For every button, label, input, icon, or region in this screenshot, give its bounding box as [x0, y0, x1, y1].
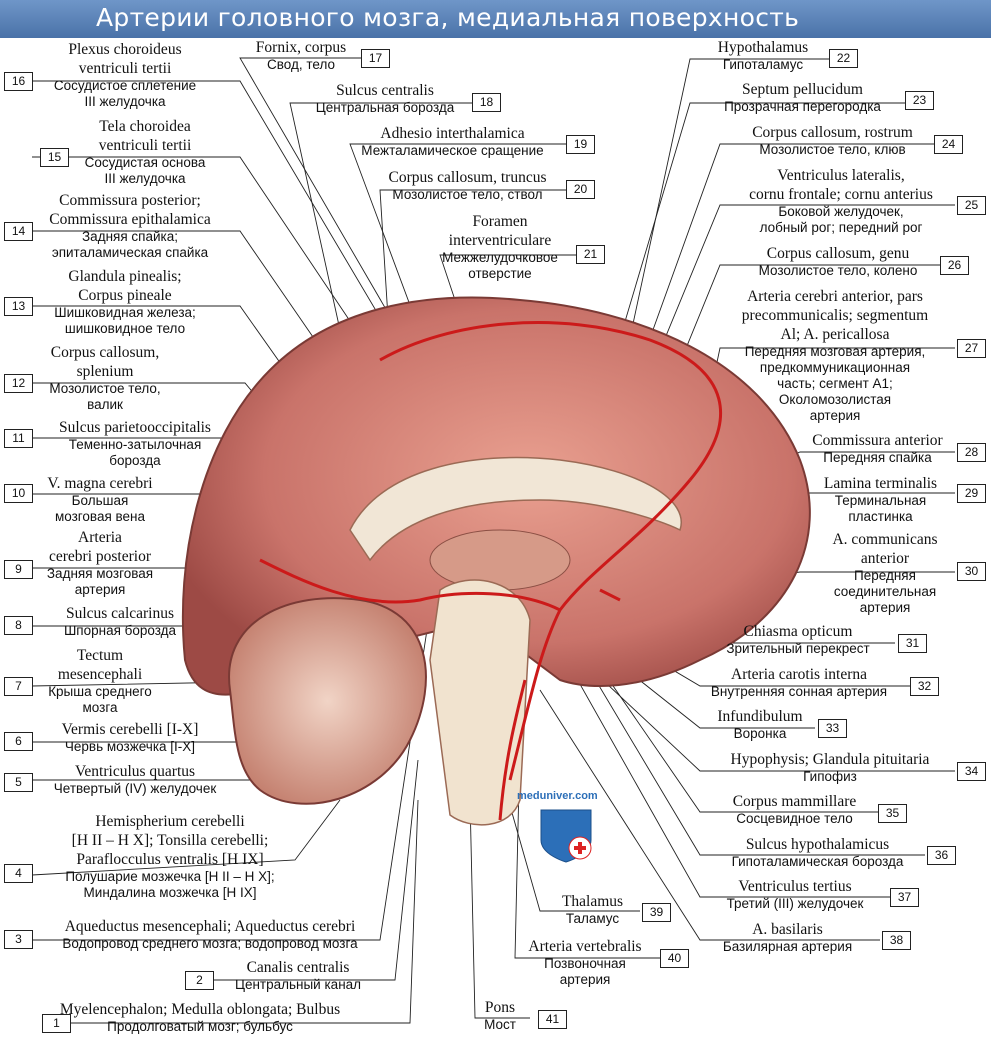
number-1: 1	[42, 1014, 71, 1033]
number-8: 8	[4, 616, 33, 635]
number-23: 23	[905, 91, 934, 110]
number-11: 11	[4, 429, 33, 448]
number-38: 38	[882, 931, 911, 950]
label-25: Ventriculus lateralis, cornu frontale; c…	[749, 167, 933, 235]
page-title: Артерии головного мозга, медиальная пове…	[96, 3, 800, 32]
watermark-shield-icon	[540, 809, 592, 863]
number-18: 18	[472, 93, 501, 112]
number-13: 13	[4, 297, 33, 316]
number-20: 20	[566, 180, 595, 199]
label-27: Arteria cerebri anterior, pars precommun…	[741, 288, 929, 423]
number-33: 33	[818, 719, 847, 738]
number-22: 22	[829, 49, 858, 68]
number-30: 30	[957, 562, 986, 581]
label-6: Vermis cerebelli [I-X]Червь мозжечка [I-…	[61, 721, 199, 754]
number-4: 4	[4, 864, 33, 883]
cerebellum	[228, 597, 427, 805]
number-40: 40	[660, 949, 689, 968]
number-2: 2	[185, 971, 214, 990]
number-29: 29	[957, 484, 986, 503]
number-16: 16	[4, 72, 33, 91]
number-41: 41	[538, 1010, 567, 1029]
number-5: 5	[4, 773, 33, 792]
number-36: 36	[927, 846, 956, 865]
number-25: 25	[957, 196, 986, 215]
number-26: 26	[940, 256, 969, 275]
label-3: Aqueductus mesencephali; Aqueductus cere…	[62, 918, 358, 951]
number-24: 24	[934, 135, 963, 154]
number-15: 15	[40, 148, 69, 167]
number-21: 21	[576, 245, 605, 264]
number-12: 12	[4, 374, 33, 393]
number-3: 3	[4, 930, 33, 949]
number-14: 14	[4, 222, 33, 241]
number-6: 6	[4, 732, 33, 751]
thalamus-region	[429, 529, 571, 591]
number-32: 32	[910, 677, 939, 696]
label-1: Myelencephalon; Medulla oblongata; Bulbu…	[59, 1001, 341, 1034]
number-28: 28	[957, 443, 986, 462]
number-39: 39	[642, 903, 671, 922]
number-37: 37	[890, 888, 919, 907]
number-17: 17	[361, 49, 390, 68]
arteries	[259, 321, 723, 821]
number-27: 27	[957, 339, 986, 358]
label-4: Hemispherium cerebelli [H II – H X]; Ton…	[65, 813, 275, 900]
brainstem	[429, 579, 531, 826]
watermark: meduniver.com	[517, 790, 598, 802]
number-31: 31	[898, 634, 927, 653]
number-10: 10	[4, 484, 33, 503]
number-19: 19	[566, 135, 595, 154]
number-9: 9	[4, 560, 33, 579]
number-35: 35	[878, 804, 907, 823]
number-34: 34	[957, 762, 986, 781]
corpus-callosum	[349, 456, 682, 562]
number-7: 7	[4, 677, 33, 696]
label-14: Commissura posterior; Commissura epithal…	[49, 192, 211, 260]
title-bar: Артерии головного мозга, медиальная пове…	[0, 0, 991, 38]
